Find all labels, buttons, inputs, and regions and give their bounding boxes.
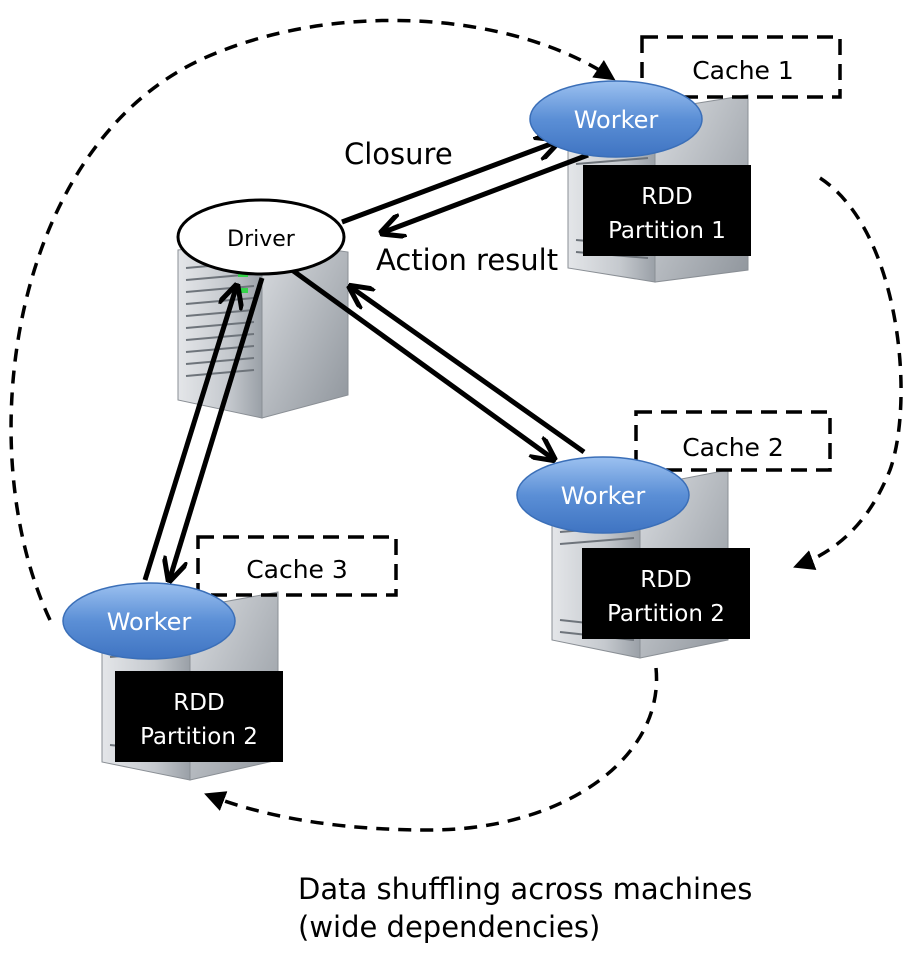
caption-line-1: Data shuffling across machines: [298, 872, 753, 906]
rdd-partition-3-line2: Partition 2: [140, 724, 258, 750]
worker3-to-driver-arrow: [142, 288, 236, 581]
cache-3-label: Cache 3: [246, 555, 348, 584]
closure-label: Closure: [344, 137, 453, 171]
rdd-partition-1-box: [583, 165, 751, 256]
worker-3-node: [62, 582, 236, 660]
cache-2-label: Cache 2: [682, 433, 784, 462]
rdd-partition-3-line1: RDD: [173, 690, 224, 716]
worker-3-label: Worker: [107, 608, 192, 636]
shuffle-arc-worker1-to-worker2: [793, 176, 903, 570]
rdd-partition-3-box: [115, 671, 283, 762]
cache-1-label: Cache 1: [692, 56, 794, 85]
driver-to-worker2-arrow: [290, 267, 552, 458]
driver-node: [176, 198, 346, 276]
worker-1-node: [529, 80, 703, 158]
cache-2-box: [634, 410, 832, 472]
rdd-partition-1-line1: RDD: [641, 184, 692, 210]
worker2-to-driver-arrow: [352, 288, 586, 455]
worker-2-label: Worker: [561, 482, 646, 510]
diagram-caption: Data shuffling across machines (wide dep…: [298, 870, 752, 946]
closure-arrow: [341, 142, 556, 225]
caption-line-2: (wide dependencies): [298, 910, 601, 944]
cache-3-box: [196, 535, 398, 597]
shuffle-arc-worker3-to-worker1: [9, 18, 616, 621]
rdd-partition-2-box: [582, 548, 750, 639]
action-result-label: Action result: [376, 243, 558, 277]
worker-1-label: Worker: [574, 106, 659, 134]
rdd-partition-1-line2: Partition 1: [608, 218, 726, 244]
rdd-partition-2-line1: RDD: [640, 567, 691, 593]
driver-to-worker3-arrow: [170, 277, 265, 578]
shuffle-arcs: [9, 18, 903, 832]
cache-1-box: [640, 35, 842, 99]
shuffle-arc-worker2-to-worker3: [204, 667, 659, 832]
worker-2-node: [516, 456, 690, 534]
rdd-partition-2-line2: Partition 2: [607, 601, 725, 627]
driver-label: Driver: [227, 227, 296, 252]
action-result-arrow: [384, 152, 589, 232]
